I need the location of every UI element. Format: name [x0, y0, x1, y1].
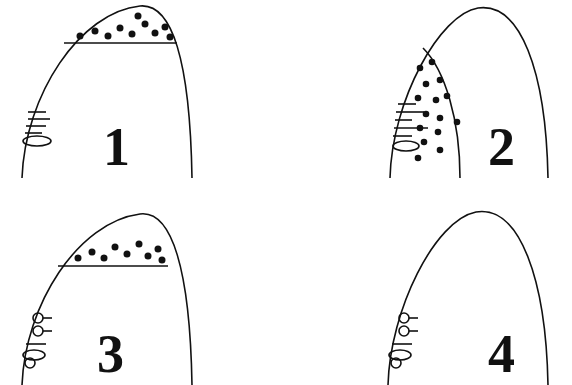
panel-one-outline — [22, 6, 192, 178]
panel-number: 3 — [97, 327, 124, 381]
panel-number: 4 — [488, 327, 515, 381]
panel-three-outline — [22, 214, 192, 385]
panel-four-outline — [388, 212, 548, 385]
panel-number: 2 — [488, 120, 515, 174]
panel-number: 1 — [103, 120, 130, 174]
panel-two-outline — [390, 8, 548, 178]
